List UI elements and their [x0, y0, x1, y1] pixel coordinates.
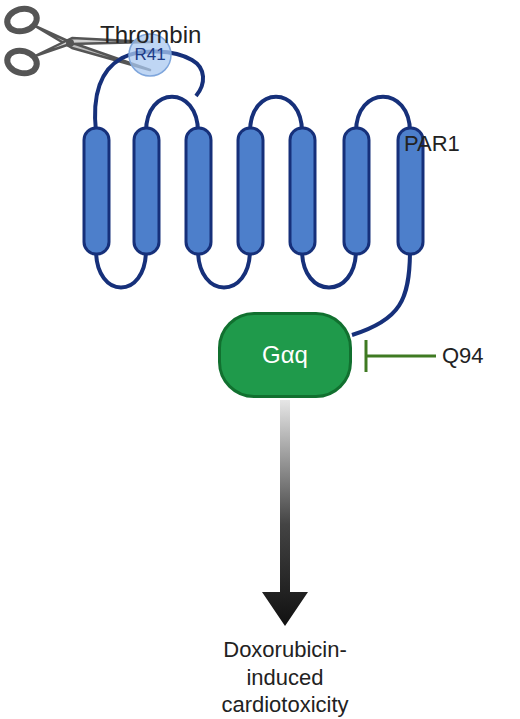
transmembrane-helices: [84, 128, 423, 254]
text-label: PAR1: [404, 130, 504, 158]
receptor-loops: [96, 97, 410, 335]
node-text: Gαq: [262, 341, 308, 369]
protein-box: Gαq: [218, 312, 352, 398]
inhibition-line: [366, 340, 436, 372]
text-label: Thrombin: [100, 20, 240, 50]
effect-arrow: [262, 400, 308, 626]
text-label: Doxorubicin-induced cardiotoxicity: [195, 636, 375, 719]
text-label: Q94: [442, 342, 512, 370]
